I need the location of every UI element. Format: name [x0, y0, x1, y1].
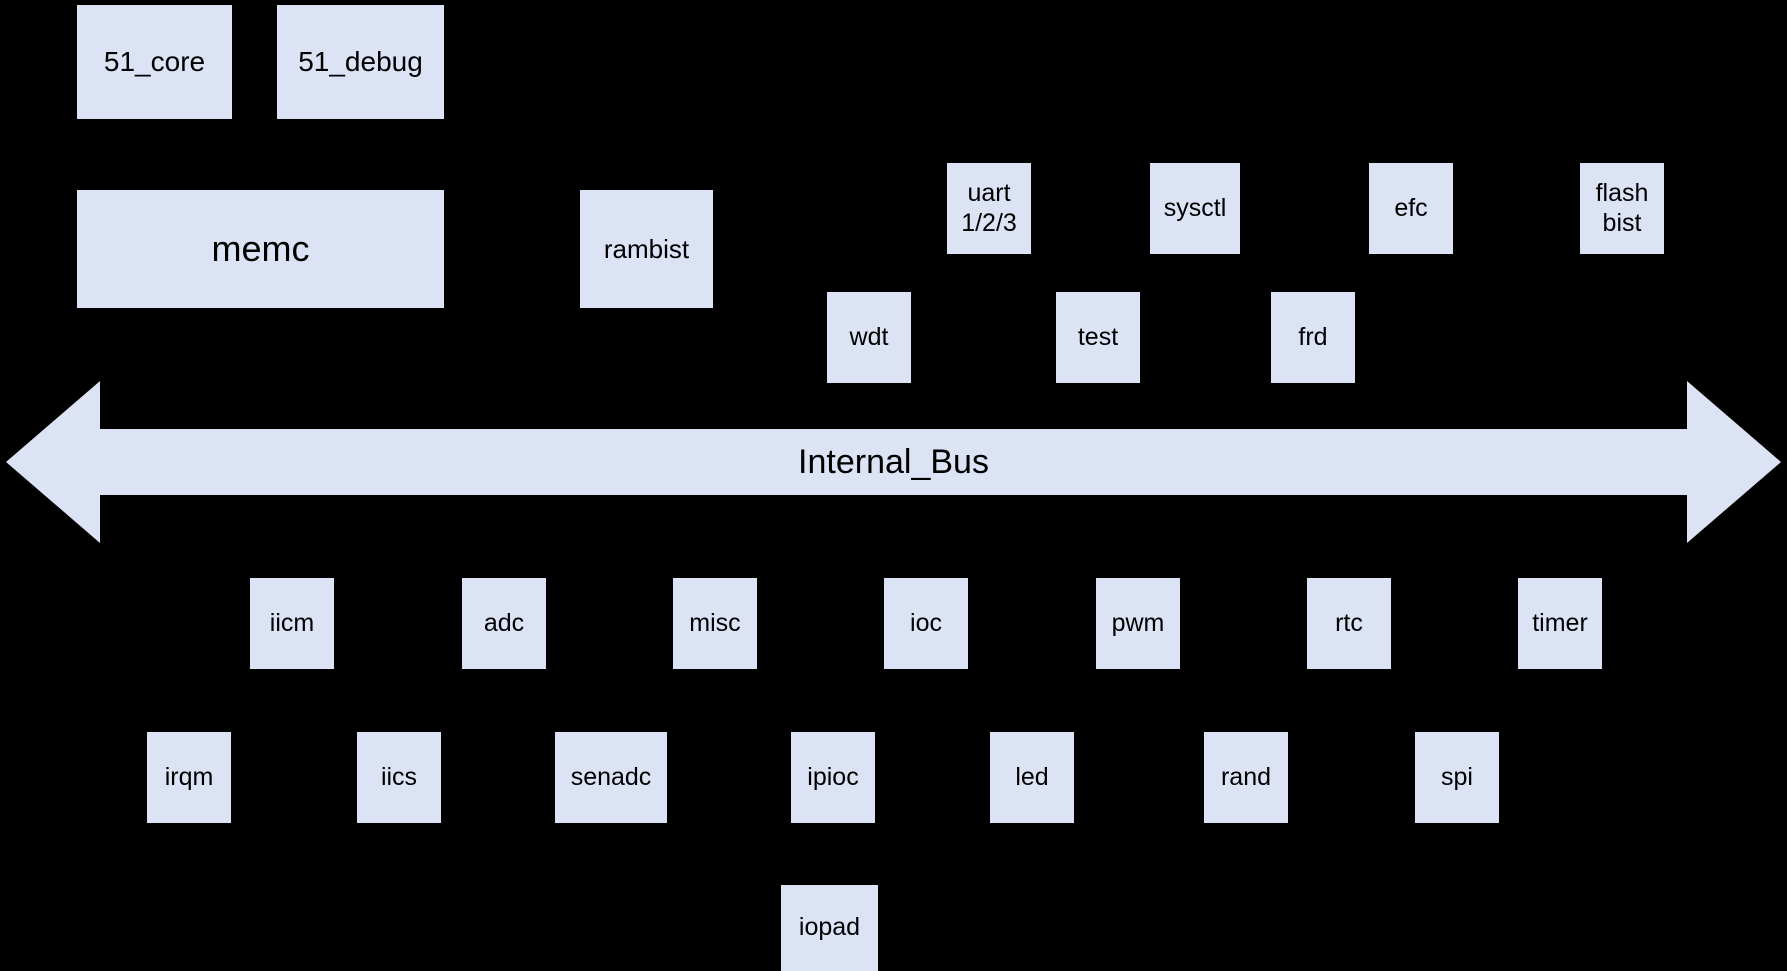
internal-bus-label: Internal_Bus — [798, 442, 989, 481]
block-uart[interactable]: uart 1/2/3 — [947, 163, 1031, 254]
block-misc[interactable]: misc — [673, 578, 757, 669]
block-pwm[interactable]: pwm — [1096, 578, 1180, 669]
block-iicm[interactable]: iicm — [250, 578, 334, 669]
block-rambist[interactable]: rambist — [580, 190, 713, 308]
block-flash_bist[interactable]: flash bist — [1580, 163, 1664, 254]
block-memc[interactable]: memc — [77, 190, 444, 308]
block-spi[interactable]: spi — [1415, 732, 1499, 823]
block-senadc[interactable]: senadc — [555, 732, 667, 823]
block-ioc[interactable]: ioc — [884, 578, 968, 669]
block-sysctl[interactable]: sysctl — [1150, 163, 1240, 254]
block-adc[interactable]: adc — [462, 578, 546, 669]
block-timer[interactable]: timer — [1518, 578, 1602, 669]
block-51_debug[interactable]: 51_debug — [277, 5, 444, 119]
block-rtc[interactable]: rtc — [1307, 578, 1391, 669]
block-iics[interactable]: iics — [357, 732, 441, 823]
block-led[interactable]: led — [990, 732, 1074, 823]
block-rand[interactable]: rand — [1204, 732, 1288, 823]
block-51_core[interactable]: 51_core — [77, 5, 232, 119]
block-wdt[interactable]: wdt — [827, 292, 911, 383]
block-frd[interactable]: frd — [1271, 292, 1355, 383]
block-irqm[interactable]: irqm — [147, 732, 231, 823]
block-iopad[interactable]: iopad — [781, 885, 878, 971]
block-test[interactable]: test — [1056, 292, 1140, 383]
block-ipioc[interactable]: ipioc — [791, 732, 875, 823]
block-efc[interactable]: efc — [1369, 163, 1453, 254]
